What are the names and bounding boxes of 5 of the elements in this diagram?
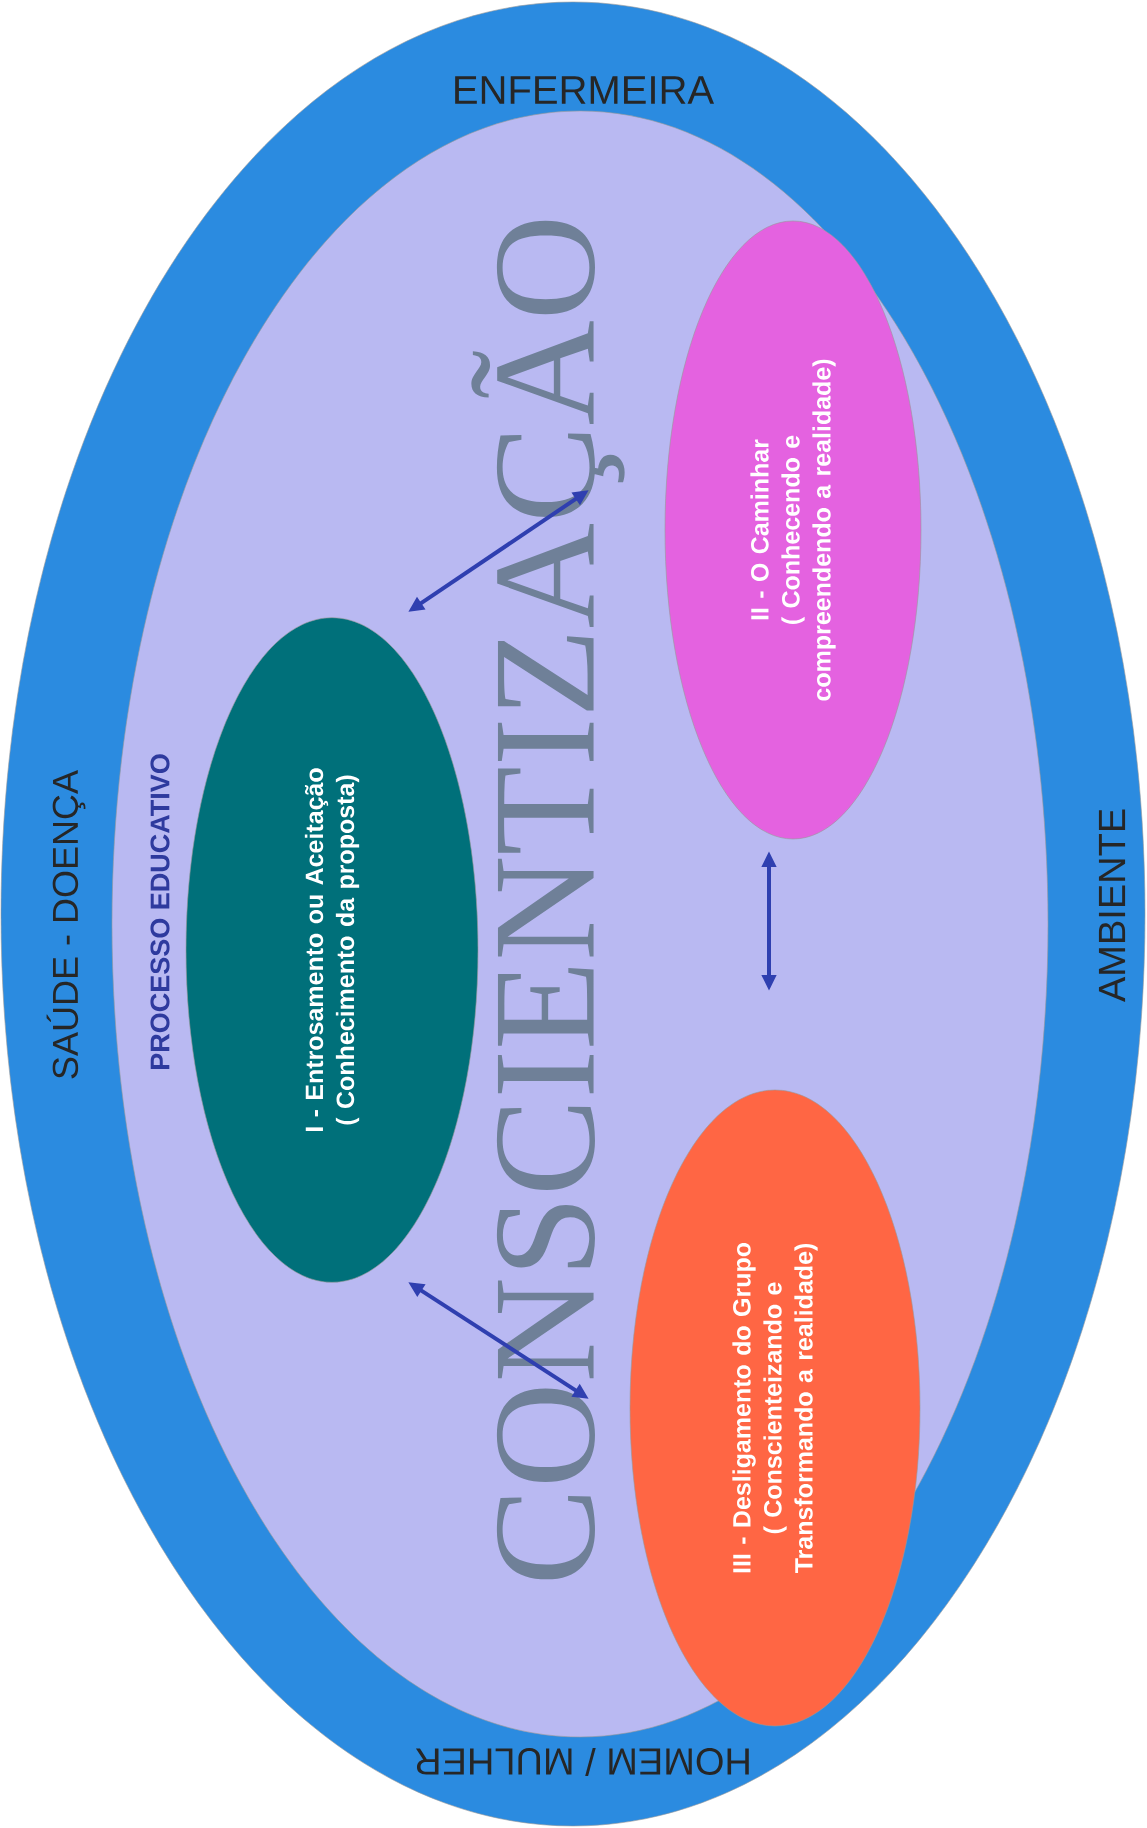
ring-label: HOMEM / MULHER (415, 1748, 749, 1776)
ring-label: AMBIENTE (1098, 809, 1126, 1003)
heading: PROCESSO EDUCATIVO (150, 754, 170, 1069)
ring-label: ENFERMEIRA (455, 76, 715, 104)
ring-label: SAÚDE - DOENÇA (46, 770, 86, 1079)
